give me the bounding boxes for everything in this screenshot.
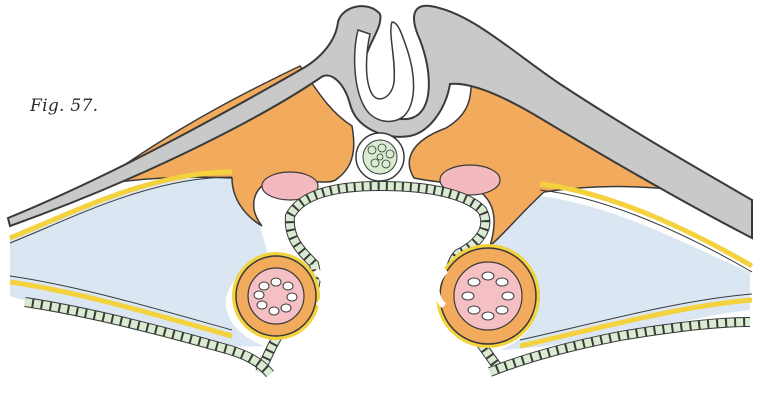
notochord-core bbox=[363, 140, 397, 174]
neural-groove bbox=[355, 22, 414, 121]
figure-label: Fig. 57. bbox=[30, 96, 98, 116]
